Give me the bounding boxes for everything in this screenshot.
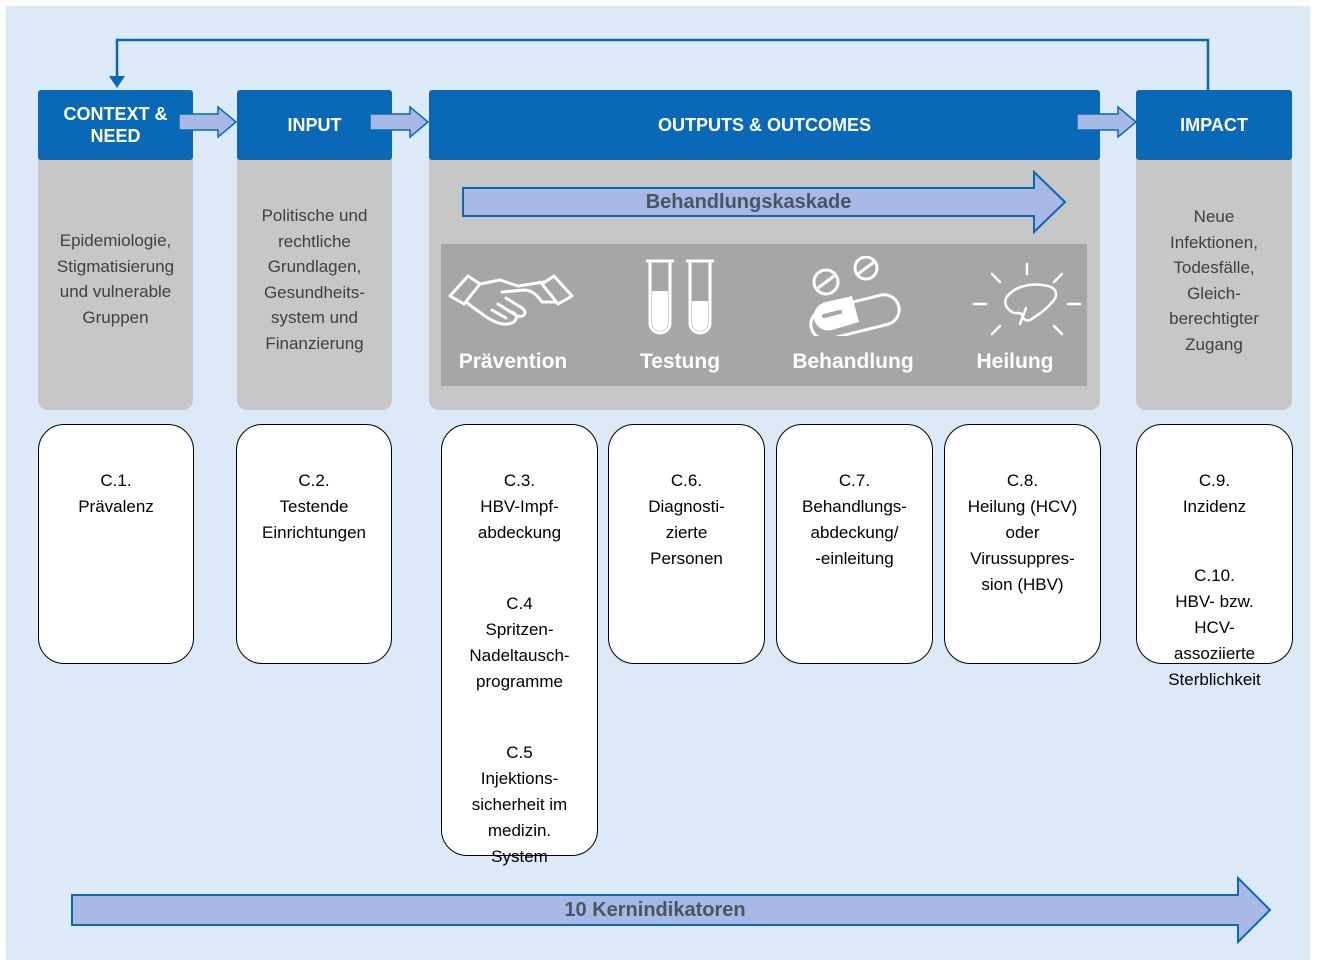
impact-header: IMPACT (1136, 90, 1292, 160)
indicator-c8-text: C.8. Heilung (HCV) oder Virussuppres- si… (967, 471, 1078, 594)
indicator-c6-text: C.6. Diagnosti- zierte Personen (648, 471, 725, 568)
indicator-c7-text: C.7. Behandlungs- abdeckung/ -einleitung (802, 471, 907, 568)
indicator-c10-text: C.10. HBV- bzw. HCV- assoziierte Sterbli… (1168, 566, 1261, 689)
indicator-box-c2: C.2. Testende Einrichtungen (236, 424, 392, 664)
indicator-c1-text: C.1. Prävalenz (78, 471, 154, 516)
indicator-box-c6: C.6. Diagnosti- zierte Personen (608, 424, 765, 664)
context-need-header: CONTEXT & NEED (38, 90, 193, 160)
context-description: Epidemiologie, Stigmatisierung und vulne… (56, 231, 175, 327)
connector-arrow-input-outputs (369, 105, 430, 139)
indicator-c2-text: C.2. Testende Einrichtungen (262, 471, 366, 542)
input-header: INPUT (237, 90, 392, 160)
indicator-c4-text: C.4 Spritzen- Nadeltausch- programme (469, 594, 570, 691)
stage-label-heilung: Heilung (976, 350, 1054, 373)
stage-label-behandlung: Behandlung (792, 350, 914, 373)
indicator-box-c9-c10: C.9. Inzidenz C.10. HBV- bzw. HCV- assoz… (1136, 424, 1293, 689)
stage-label-testung: Testung (639, 350, 721, 373)
indicator-box-c8: C.8. Heilung (HCV) oder Virussuppres- si… (944, 424, 1101, 664)
indicator-box-c7: C.7. Behandlungs- abdeckung/ -einleitung (776, 424, 933, 664)
handshake-icon (446, 266, 576, 330)
treatment-cascade-panel (441, 244, 1087, 386)
indicator-c9-text: C.9. Inzidenz (1182, 471, 1247, 516)
stage-label-praevention: Prävention (458, 350, 568, 373)
indicator-c5-text: C.5 Injektions- sicherheit im medizin. S… (471, 743, 568, 866)
cascade-title: Behandlungskaskade (645, 191, 852, 213)
kernindikatoren-arrow (71, 875, 1272, 945)
test-tubes-icon (640, 257, 720, 339)
indicator-box-c3-c5: C.3. HBV-Impf- abdeckung C.4 Spritzen- N… (441, 424, 598, 866)
impact-description: Neue Infektionen, Todesfälle, Gleich- be… (1169, 207, 1259, 354)
indicator-c3-text: C.3. HBV-Impf- abdeckung (477, 471, 562, 542)
feedback-loop-arrowhead (109, 76, 125, 88)
pills-capsule-icon (804, 255, 908, 341)
liver-icon (970, 262, 1084, 338)
feedback-loop-arrow (115, 38, 1210, 90)
connector-arrow-outputs-impact (1076, 105, 1138, 139)
kernindikatoren-label: 10 Kernindikatoren (564, 899, 746, 921)
outputs-outcomes-header: OUTPUTS & OUTCOMES (429, 90, 1100, 160)
input-description: Politische und rechtliche Grundlagen, Ge… (261, 206, 368, 353)
indicator-box-c1: C.1. Prävalenz (38, 424, 194, 664)
cascade-arrow (462, 169, 1067, 235)
connector-arrow-context-input (178, 105, 238, 139)
